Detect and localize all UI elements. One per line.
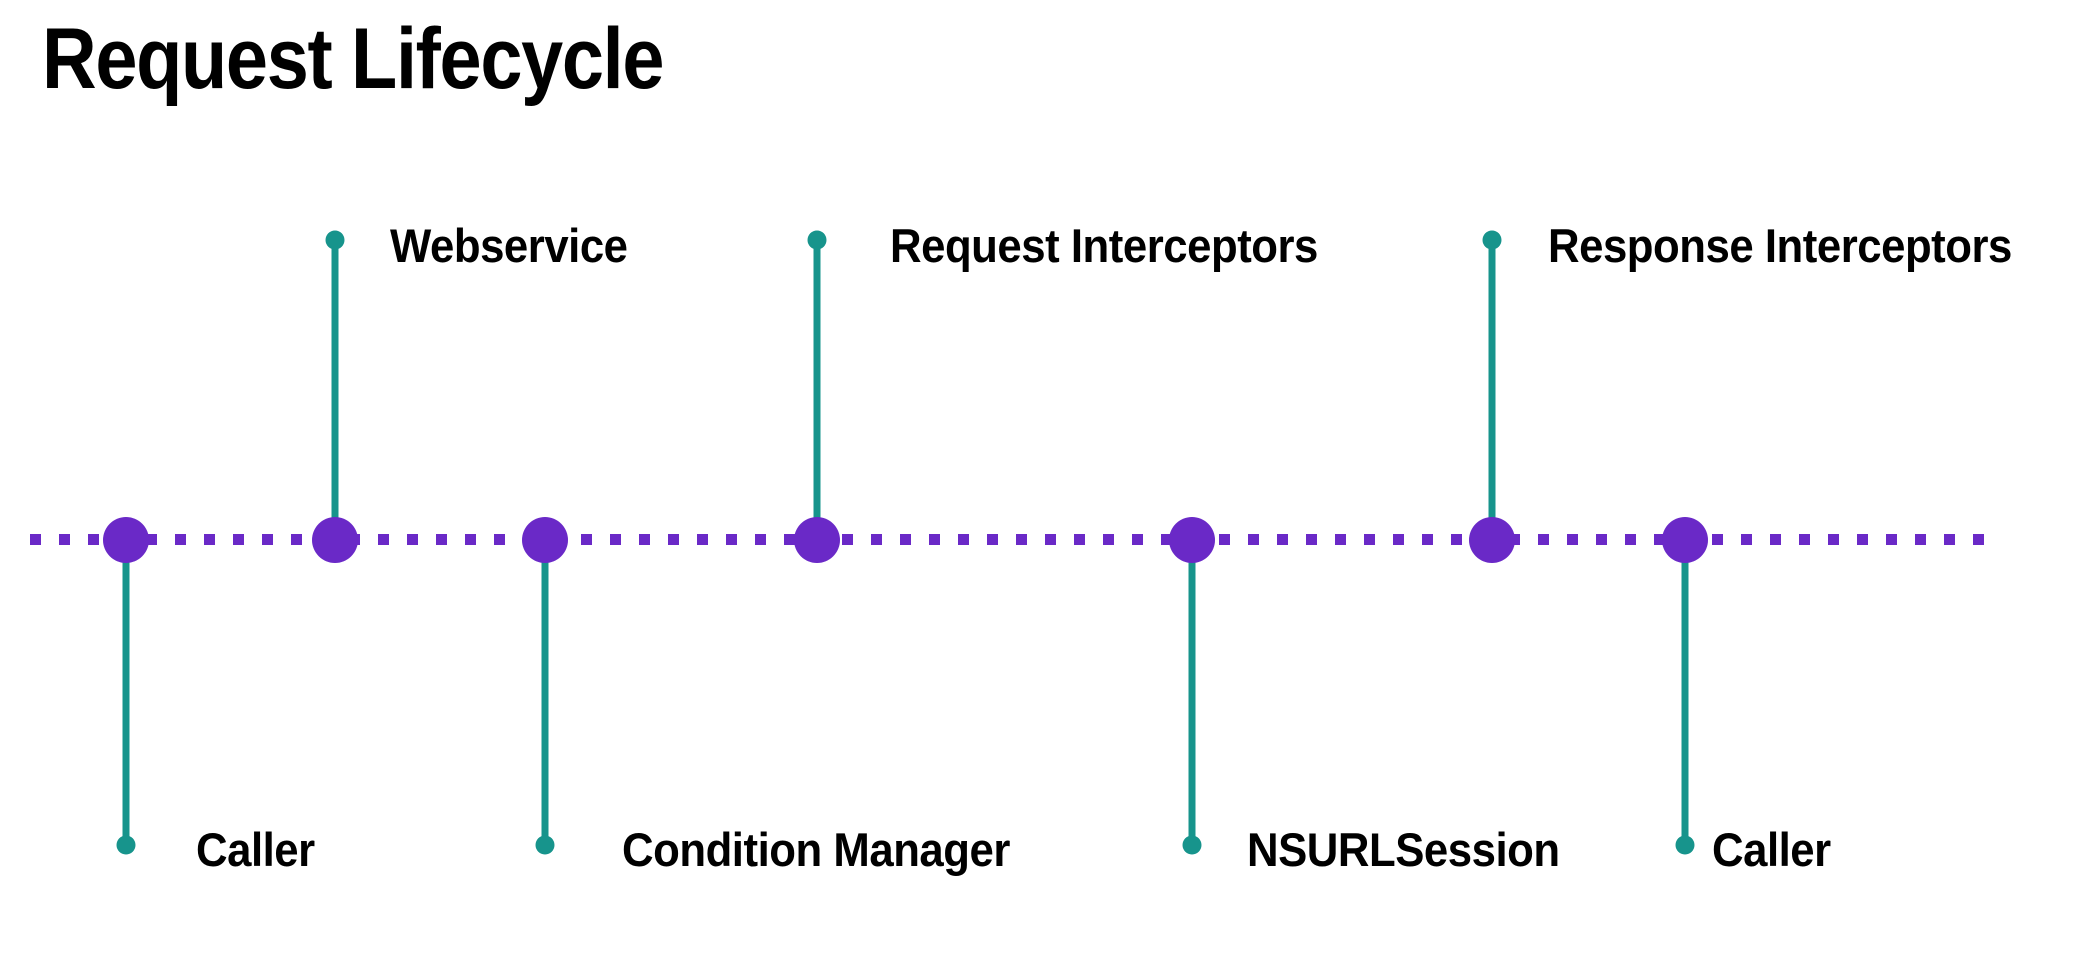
timeline-node-dot[interactable]: [522, 517, 568, 563]
event-label-caller-end: Caller: [1712, 823, 1831, 876]
connector-stem: [122, 540, 130, 845]
stem-terminal-dot: [116, 835, 136, 855]
event-label-caller-start: Caller: [196, 823, 315, 876]
timeline-node-dot[interactable]: [1169, 517, 1215, 563]
connector-stem: [1681, 540, 1689, 845]
stem-terminal-dot: [1675, 835, 1695, 855]
event-label-condition-manager: Condition Manager: [622, 823, 1010, 876]
timeline-node-dot[interactable]: [312, 517, 358, 563]
timeline-node-dot[interactable]: [794, 517, 840, 563]
stem-terminal-dot: [1482, 230, 1502, 250]
event-label-response-interceptors: Response Interceptors: [1548, 219, 2012, 272]
connector-stem: [813, 240, 821, 540]
connector-stem: [541, 540, 549, 845]
stem-terminal-dot: [807, 230, 827, 250]
page-title: Request Lifecycle: [42, 11, 664, 107]
stem-terminal-dot: [535, 835, 555, 855]
event-label-nsurlsession: NSURLSession: [1247, 823, 1560, 876]
connector-stem: [1488, 240, 1496, 540]
event-label-request-interceptors: Request Interceptors: [890, 219, 1318, 272]
stem-terminal-dot: [325, 230, 345, 250]
timeline-axis: [30, 534, 1992, 545]
timeline-node-dot[interactable]: [103, 517, 149, 563]
timeline-node-dot[interactable]: [1662, 517, 1708, 563]
timeline-node-dot[interactable]: [1469, 517, 1515, 563]
event-label-webservice: Webservice: [390, 219, 628, 272]
stem-terminal-dot: [1182, 835, 1202, 855]
connector-stem: [331, 240, 339, 540]
connector-stem: [1188, 540, 1196, 845]
